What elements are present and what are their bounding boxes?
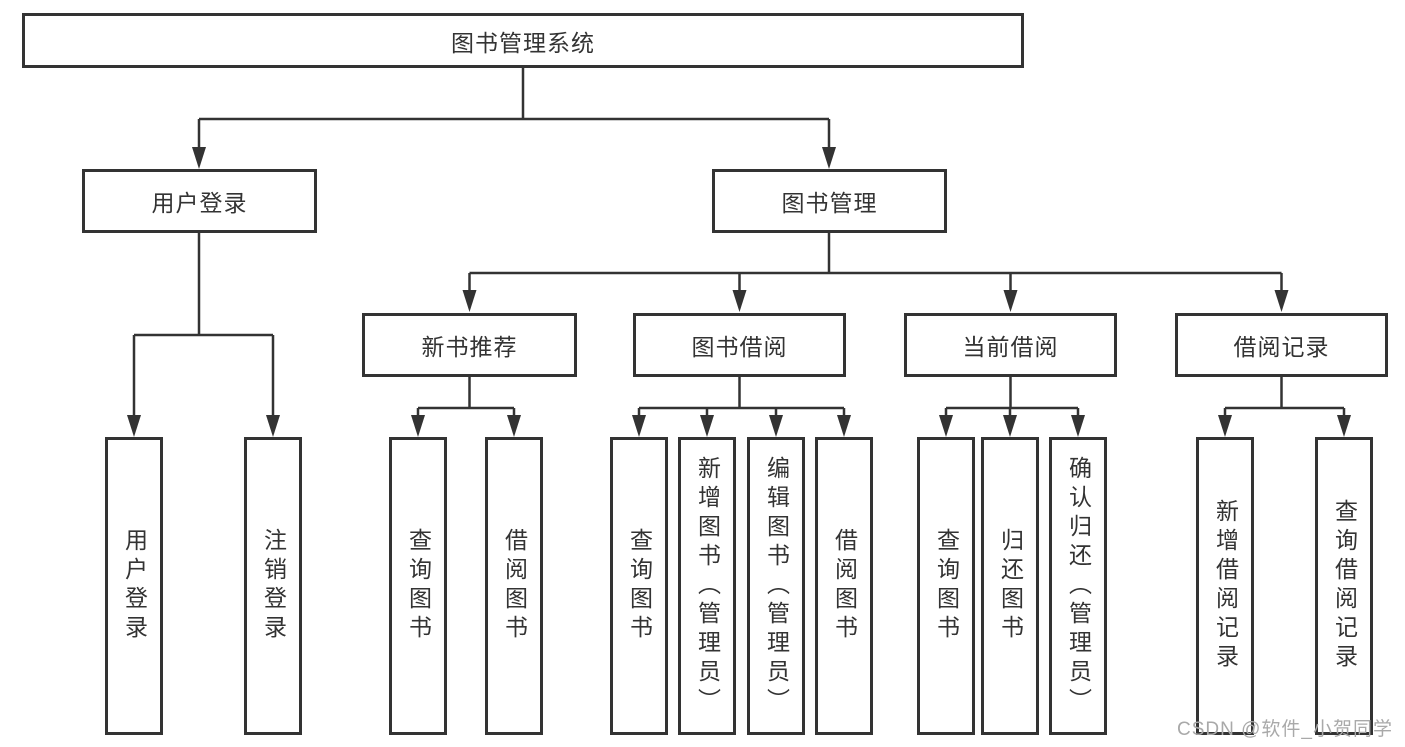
arrowhead: [192, 147, 206, 169]
leaf-return-book: 归还图书: [981, 437, 1039, 735]
arrowhead: [939, 415, 953, 437]
arrowhead: [837, 415, 851, 437]
arrowhead: [769, 415, 783, 437]
node-label: 图书借阅: [691, 334, 788, 360]
leaf-label: 编辑图书（管理员）: [763, 455, 790, 717]
node-label: 借阅记录: [1233, 334, 1330, 360]
leaf-label: 确认归还（管理员）: [1065, 455, 1092, 717]
arrowhead: [700, 415, 714, 437]
leaf-label: 查询图书: [626, 528, 653, 644]
leaf-label: 查询图书: [405, 528, 432, 644]
arrowhead: [1071, 415, 1085, 437]
arrowhead: [822, 147, 836, 169]
arrowhead: [1003, 415, 1017, 437]
arrowhead: [1274, 290, 1289, 312]
leaf-query-borrow-record: 查询借阅记录: [1315, 437, 1373, 735]
node-root: 图书管理系统: [22, 13, 1024, 68]
leaf-edit-book-admin: 编辑图书（管理员）: [747, 437, 805, 735]
node-book-management: 图书管理: [712, 169, 947, 233]
leaf-recommend-borrow-book: 借阅图书: [485, 437, 543, 735]
leaf-label: 用户登录: [121, 528, 148, 644]
leaf-borrow-query-book: 查询图书: [610, 437, 668, 735]
leaf-label: 新增借阅记录: [1212, 499, 1239, 673]
node-current-borrow: 当前借阅: [904, 313, 1117, 377]
connector-path: [132, 68, 1346, 418]
node-book-borrow: 图书借阅: [633, 313, 846, 377]
leaf-logout: 注销登录: [244, 437, 302, 735]
node-root-label: 图书管理系统: [451, 29, 595, 56]
node-user-login: 用户登录: [82, 169, 317, 233]
arrowhead: [507, 415, 521, 437]
arrowheads: [127, 147, 1351, 437]
connectors: [132, 68, 1346, 418]
leaf-user-login: 用户登录: [105, 437, 163, 735]
leaf-current-query-book: 查询图书: [917, 437, 975, 735]
leaf-label: 注销登录: [260, 528, 287, 644]
arrowhead: [732, 290, 747, 312]
node-label: 用户登录: [151, 190, 248, 216]
leaf-add-borrow-record: 新增借阅记录: [1196, 437, 1254, 735]
leaf-recommend-query-book: 查询图书: [389, 437, 447, 735]
arrowhead: [411, 415, 425, 437]
leaf-label: 借阅图书: [831, 528, 858, 644]
node-label: 当前借阅: [962, 334, 1059, 360]
arrowhead: [1003, 290, 1018, 312]
leaf-borrow-book: 借阅图书: [815, 437, 873, 735]
arrowhead: [127, 415, 141, 437]
leaf-label: 归还图书: [997, 528, 1024, 644]
leaf-label: 借阅图书: [501, 528, 528, 644]
leaf-add-book-admin: 新增图书（管理员）: [678, 437, 736, 735]
arrowhead: [462, 290, 477, 312]
node-label: 图书管理: [781, 190, 878, 216]
node-borrow-record: 借阅记录: [1175, 313, 1388, 377]
arrowhead: [1337, 415, 1351, 437]
node-label: 新书推荐: [421, 334, 518, 360]
node-new-book-recommend: 新书推荐: [362, 313, 577, 377]
arrowhead: [632, 415, 646, 437]
watermark: CSDN @软件_小贺同学: [1177, 719, 1393, 740]
arrowhead: [1218, 415, 1232, 437]
leaf-label: 查询借阅记录: [1331, 499, 1358, 673]
arrowhead: [266, 415, 280, 437]
leaf-label: 查询图书: [933, 528, 960, 644]
leaf-confirm-return-admin: 确认归还（管理员）: [1049, 437, 1107, 735]
leaf-label: 新增图书（管理员）: [694, 455, 721, 717]
